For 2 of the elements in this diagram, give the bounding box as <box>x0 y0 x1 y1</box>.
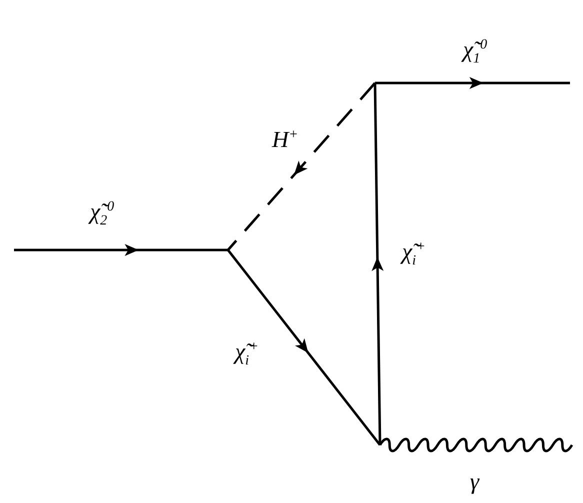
particle-label: γ <box>470 470 480 493</box>
particle-label: H$^{+}$ <box>272 128 298 151</box>
